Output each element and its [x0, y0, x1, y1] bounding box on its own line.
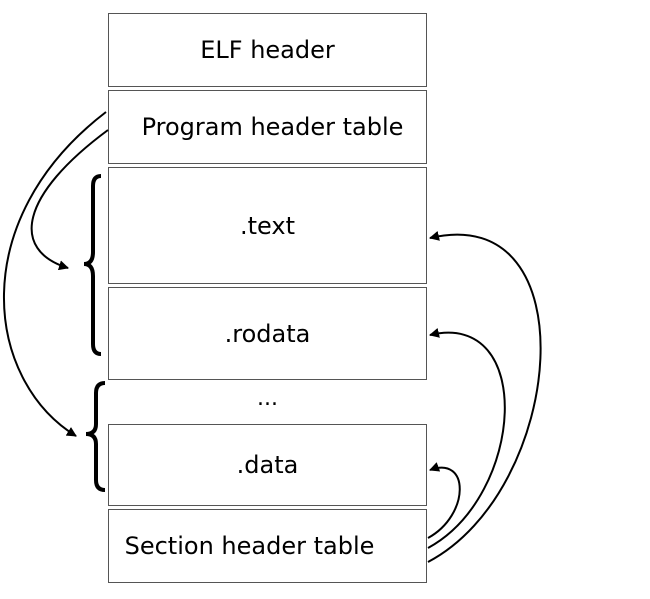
data-section-label: .data [236, 451, 299, 479]
data-section-box: .data [108, 424, 427, 506]
text-section-box: .text [108, 167, 427, 284]
section-header-table-label: Section header table [124, 532, 375, 560]
ellipsis-label: ... [257, 386, 278, 411]
program-header-to-text-arrow [30, 129, 109, 271]
text-section-label: .text [240, 211, 295, 240]
section-header-to-rodata-arrow [427, 328, 506, 549]
rodata-section-label: .rodata [224, 319, 311, 348]
section-header-to-data-arrow [427, 462, 461, 539]
program-header-to-data-arrow [3, 111, 107, 437]
elf-header-label: ELF header [200, 36, 335, 64]
text-rodata-brace [83, 174, 102, 356]
section-header-to-text-arrow [427, 231, 542, 563]
program-header-table-label: Program header table [141, 113, 404, 141]
program-header-table-box: Program header table [108, 90, 427, 164]
rodata-section-box: .rodata [108, 287, 427, 380]
elf-header-box: ELF header [108, 13, 427, 87]
section-header-table-box: Section header table [108, 509, 427, 583]
data-brace [85, 381, 106, 492]
